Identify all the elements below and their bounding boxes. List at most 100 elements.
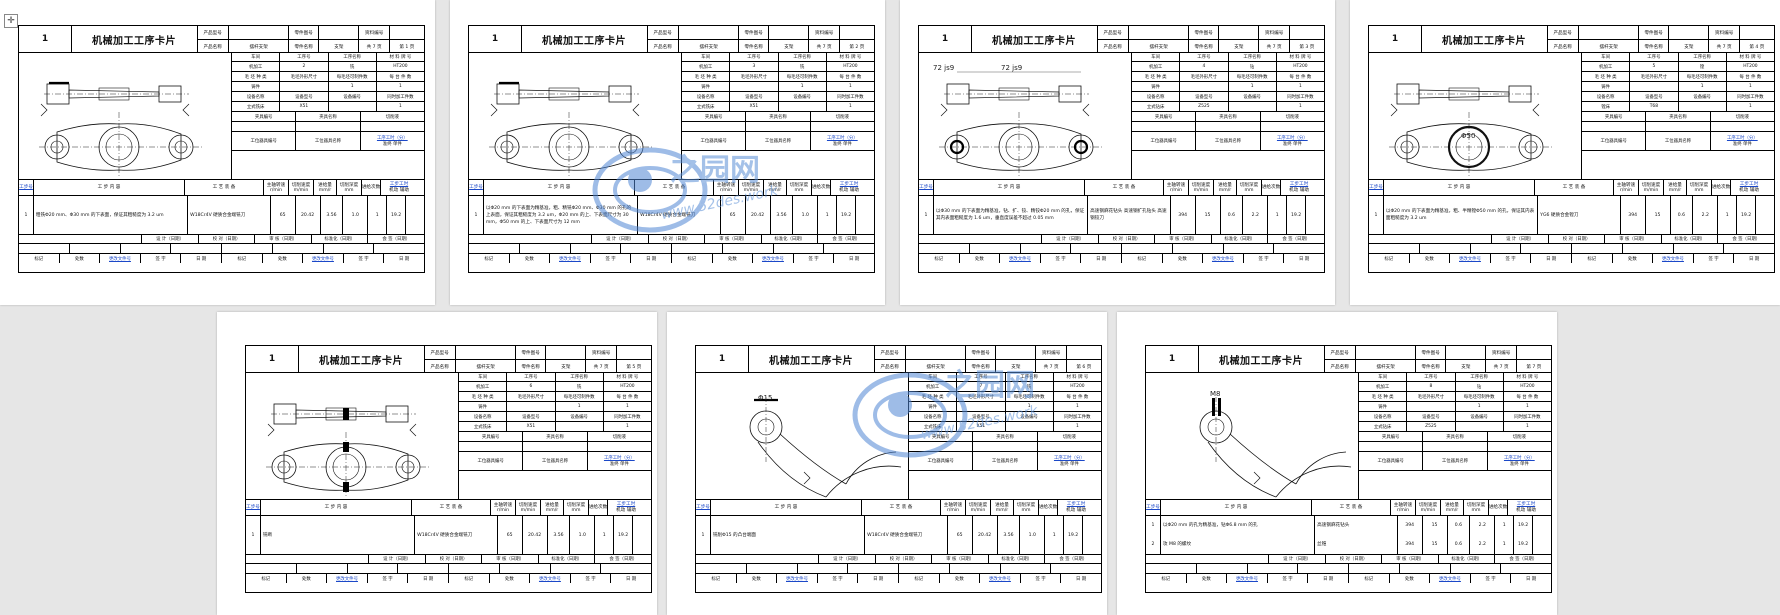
- revision-label: 日 期: [399, 256, 410, 262]
- info-value: 1: [398, 84, 402, 89]
- info-label: 工序号: [1407, 372, 1456, 381]
- info-value: [1582, 122, 1647, 131]
- part-drawing: [39, 81, 204, 177]
- signoff-label: 审 核（日期）: [1155, 234, 1212, 243]
- step-passes: 1: [595, 516, 615, 554]
- label-station-name: 工位器具名称: [523, 452, 588, 470]
- info-label: 工序名称: [1456, 372, 1504, 381]
- step-feed: 3.56: [998, 516, 1021, 554]
- revision-label: 更改文件号: [303, 254, 344, 263]
- step-feed: 3.56: [548, 516, 571, 554]
- info-label: 材 料 牌 号: [839, 54, 862, 60]
- label-product-model: 产品型号: [1097, 26, 1130, 39]
- step-speed: 15: [1196, 196, 1221, 234]
- info-label: 设备型号: [507, 412, 556, 421]
- revision-label: 更改文件号: [1430, 574, 1471, 583]
- step-speed: 20.42: [746, 196, 771, 234]
- signoff-block: 设 计（日期）校 对（日期）审 核（日期）标准化（日期）会 签（日期）标记处数更…: [1146, 554, 1551, 591]
- step-time-aux: [406, 196, 424, 234]
- step-feed: 3.56: [321, 196, 344, 234]
- info-value: 1: [1298, 84, 1302, 89]
- value-part-drawing-no: [769, 26, 810, 39]
- info-label: 夹具名称: [746, 112, 811, 121]
- info-label: 毛 坯 种 类: [1359, 392, 1408, 401]
- info-label: 毛坯外形尺寸: [1180, 72, 1229, 81]
- page-total: 共 7 页: [1036, 360, 1067, 373]
- revision-label: 处数: [263, 254, 304, 263]
- step-time-mech: 19.2: [837, 196, 857, 234]
- info-label: 工序号: [1630, 52, 1679, 61]
- page-number: 第 7 页: [1526, 364, 1542, 370]
- info-value: [682, 122, 747, 131]
- label-prep-unit: 准终 单件: [1059, 462, 1079, 467]
- card-number: 1: [246, 346, 299, 373]
- signoff-label: 设 计（日期）: [1492, 234, 1549, 243]
- revision-label: 日 期: [1531, 254, 1572, 263]
- step-text: 以Φ20 mm 的下表面为精基准，粗、半精镗Φ50 mm 的孔，保证其内表面粗糙…: [1384, 196, 1539, 234]
- info-value: [779, 102, 827, 111]
- info-value: [746, 122, 811, 131]
- label-part-drawing-no: 零件图号: [1639, 26, 1670, 39]
- info-value: 1: [1229, 82, 1277, 91]
- info-label: 夹具编号: [909, 432, 974, 441]
- revision-label: 标记: [1369, 254, 1410, 263]
- info-label: 切削液: [1512, 434, 1526, 440]
- col-equipment: 工 艺 装 备: [635, 179, 714, 195]
- info-label: 夹具名称: [523, 432, 588, 441]
- dimension-label: 72 js9: [933, 64, 955, 72]
- page-number: 第 6 页: [1076, 364, 1092, 370]
- info-value: [1261, 122, 1324, 131]
- signoff-label: 会 签（日期）: [609, 556, 638, 562]
- col-passes: 进给次数: [1262, 179, 1281, 195]
- process-sketch: [19, 52, 231, 180]
- revision-label: 签 字: [344, 254, 385, 263]
- info-value: [1132, 122, 1197, 131]
- revision-label: 签 字: [1694, 254, 1735, 263]
- revision-label: 日 期: [1299, 256, 1310, 262]
- step-tool: W18Cr4V 硬质合金端铣刀: [415, 516, 498, 554]
- info-value: [523, 442, 588, 451]
- revision-label: 处数: [490, 574, 531, 583]
- label-prep-unit: 准终 单件: [1509, 462, 1529, 467]
- value-material-no: [1067, 346, 1101, 359]
- info-value: 3: [730, 62, 779, 71]
- step-tool: W18Cr4V 硬质合金端铣刀: [638, 196, 721, 234]
- label-part-drawing-no: 零件图号: [516, 346, 547, 359]
- col-passes: 进给次数: [362, 179, 381, 195]
- info-value: 机加工: [1582, 62, 1631, 71]
- dimension-label: Φ50: [1461, 132, 1476, 140]
- info-value: [973, 442, 1038, 451]
- revision-label: 更改文件号: [530, 574, 571, 583]
- info-value: 立式铣床: [909, 422, 958, 431]
- value-product-model: [1579, 26, 1639, 39]
- step-no: 1: [1146, 516, 1161, 535]
- signoff-label: 标准化（日期）: [1212, 234, 1269, 243]
- label-station-name: 工位器具名称: [746, 132, 811, 150]
- move-handle-icon[interactable]: ✛: [4, 14, 18, 28]
- revision-label: 签 字: [141, 254, 182, 263]
- col-step-time: 工步工时机动 辅助: [839, 182, 859, 193]
- info-value: 8: [1407, 382, 1456, 391]
- info-value: 钻: [1229, 62, 1277, 71]
- col-equipment: 工 艺 装 备: [1085, 179, 1164, 195]
- col-equipment: 工 艺 装 备: [185, 179, 264, 195]
- info-value: [730, 82, 779, 91]
- label-product-model: 产品型号: [874, 346, 907, 359]
- info-label: 同时加工件数: [614, 414, 641, 420]
- value-part-name: 支架: [996, 360, 1037, 373]
- info-value: X51: [507, 422, 556, 431]
- revision-label: 处数: [713, 254, 754, 263]
- info-label: 夹具编号: [459, 432, 524, 441]
- value-product-model: [229, 26, 289, 39]
- time-quota-block: 工序工时（分）准终 单件: [1038, 452, 1101, 470]
- label-time-quota: 工序工时（分）: [826, 136, 858, 141]
- signoff-label: 会 签（日期）: [1732, 236, 1761, 242]
- time-quota-block: 工序工时（分）准终 单件: [1711, 132, 1774, 150]
- label-product-name: 产品名称: [424, 360, 457, 373]
